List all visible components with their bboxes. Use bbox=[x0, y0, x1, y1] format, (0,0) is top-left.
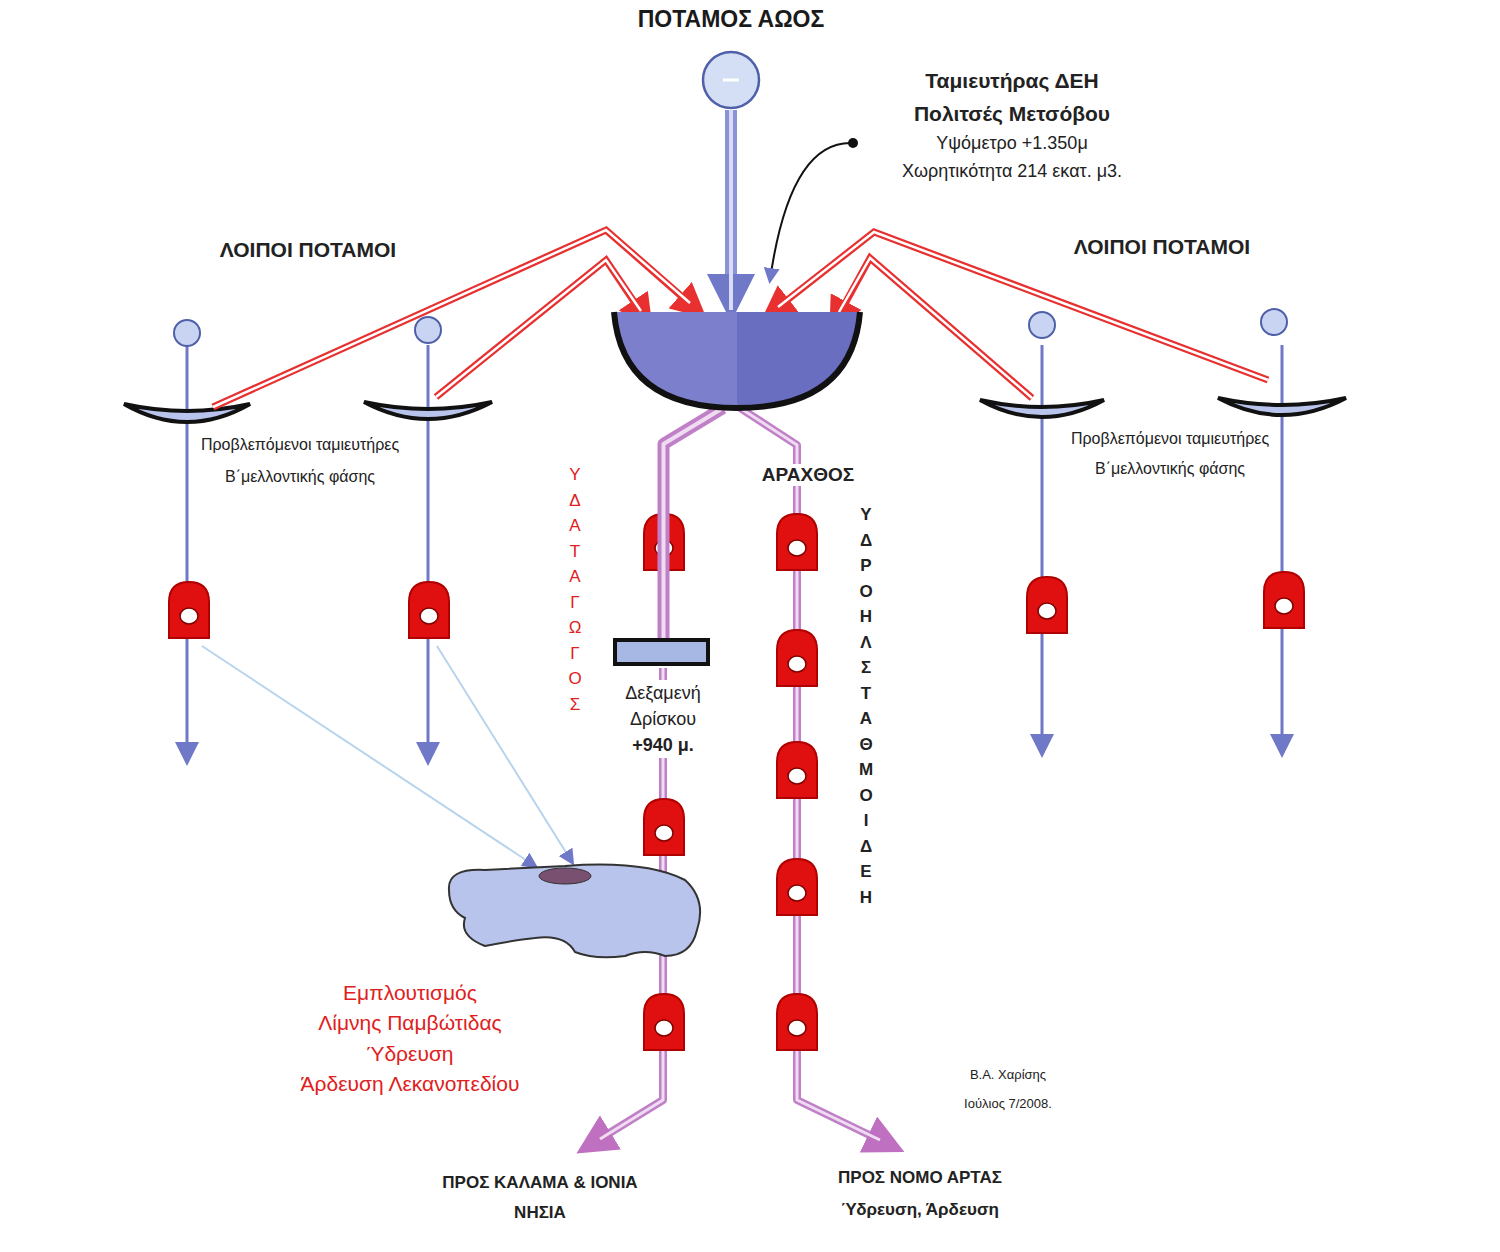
node-text: Υψόμετρο +1.350μ bbox=[872, 130, 1152, 158]
lake-label-wrap: ΕμπλουτισμόςΛίμνης ΠαμβώτιδαςΎδρευσηΆρδε… bbox=[260, 978, 560, 1100]
pamvotis-lake: ΕμπλουτισμόςΛίμνης ΠαμβώτιδαςΎδρευσηΆρδε… bbox=[445, 860, 705, 962]
node-text: Δεξαμενή Δρίσκου bbox=[613, 680, 713, 732]
circle-shape bbox=[701, 50, 761, 110]
node-text: Ύδρευση bbox=[260, 1039, 560, 1069]
callout-wrap: Ταμιευτήρας ΔΕΗΠολιτσές ΜετσόβουΥψόμετρο… bbox=[872, 65, 1152, 186]
stations bbox=[169, 514, 1304, 1050]
main-reservoir: Ταμιευτήρας ΔΕΗΠολιτσές ΜετσόβουΥψόμετρο… bbox=[612, 310, 862, 410]
node-text: +940 μ. bbox=[613, 732, 713, 758]
transfer-pipes bbox=[213, 230, 1268, 407]
driskos-tank: Δεξαμενή Δρίσκου+940 μ. bbox=[613, 638, 710, 666]
text-label: Β.Α. Χαρίσης bbox=[970, 1067, 1046, 1082]
node-text: Άρδευση Λεκανοπεδίου bbox=[260, 1069, 560, 1099]
connector bbox=[664, 408, 724, 638]
text-label: ΑΡΑΧΘΟΣ bbox=[760, 464, 856, 486]
side-rivers bbox=[124, 309, 1346, 760]
callout-leader bbox=[770, 138, 858, 280]
vertical-label: ΥΔΡΟΗΛ ΣΤΑΘΜΟΙ ΔΕΗ bbox=[858, 502, 875, 910]
text-label: ΛΟΙΠΟΙ ΠΟΤΑΜΟΙ bbox=[1074, 235, 1250, 259]
text-label: Ιούλιος 7/2008. bbox=[964, 1096, 1052, 1111]
text-label: Β΄μελλοντικής φάσης bbox=[1093, 460, 1247, 478]
node-text: Χωρητικότητα 214 εκατ. μ3. bbox=[872, 158, 1152, 186]
text-label: ΠΡΟΣ ΚΑΛΑΜΑ & ΙΟΝΙΑ ΝΗΣΙΑ bbox=[415, 1168, 665, 1228]
text-label: Ύδρευση, Άρδευση bbox=[841, 1200, 999, 1220]
heading-wrap: ΠΟΤΑΜΟΣ ΑΩΟΣ bbox=[638, 6, 825, 33]
vertical-label: ΥΔΑΤΑΓΩΓΟΣ bbox=[567, 462, 584, 717]
text-label: ΛΟΙΠΟΙ ΠΟΤΑΜΟΙ bbox=[220, 238, 396, 262]
text-label: Προβλεπόμενοι ταμιευτήρες bbox=[199, 436, 401, 454]
bowl-shape bbox=[612, 310, 862, 410]
text-label: ΠΡΟΣ ΝΟΜΟ ΑΡΤΑΣ bbox=[838, 1168, 1002, 1188]
tank-label-wrap: Δεξαμενή Δρίσκου+940 μ. bbox=[613, 680, 713, 758]
main-pipes bbox=[590, 408, 890, 1145]
text-label: Β΄μελλοντικής φάσης bbox=[223, 468, 377, 486]
lake-shape bbox=[445, 860, 705, 962]
node-text: Εμπλουτισμός bbox=[260, 978, 560, 1008]
connector bbox=[731, 110, 732, 310]
node-text: Λίμνης Παμβώτιδας bbox=[260, 1008, 560, 1038]
node-text: ΠΟΤΑΜΟΣ ΑΩΟΣ bbox=[638, 6, 825, 33]
node-text: Ταμιευτήρας ΔΕΗ bbox=[872, 65, 1152, 98]
text-label: Προβλεπόμενοι ταμιευτήρες bbox=[1069, 430, 1271, 448]
tank-shape bbox=[613, 638, 710, 666]
node-text: Πολιτσές Μετσόβου bbox=[872, 98, 1152, 131]
river-source-circle: ΠΟΤΑΜΟΣ ΑΩΟΣ bbox=[701, 50, 761, 110]
lake-leaders bbox=[202, 646, 572, 866]
